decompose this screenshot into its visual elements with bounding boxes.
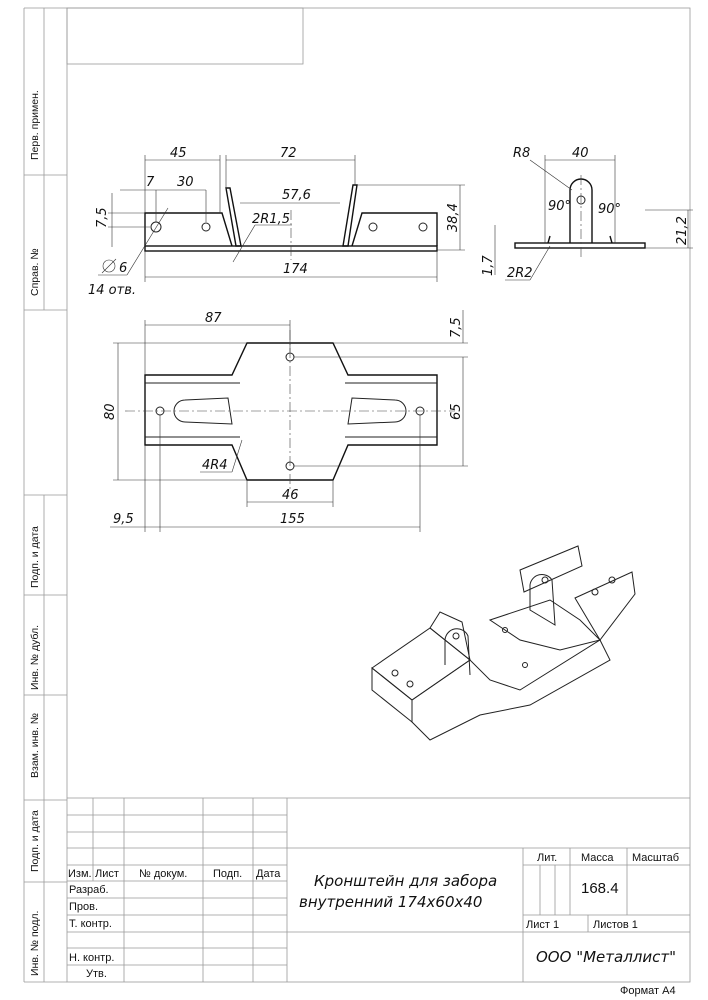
dim-45: 45 xyxy=(170,146,187,161)
dim-46: 46 xyxy=(282,488,299,503)
sheet-number: Лист 1 xyxy=(526,919,559,931)
dim-2r1-5: 2R1,5 xyxy=(252,212,290,227)
angle-90-left: 90° xyxy=(548,199,571,214)
dim-174: 174 xyxy=(283,262,308,277)
dim-7-5-plan: 7,5 xyxy=(449,317,464,338)
sheet-count: Листов 1 xyxy=(593,919,638,931)
dim-2r2: 2R2 xyxy=(507,266,533,281)
format-label: Формат А4 xyxy=(620,985,676,997)
dim-80: 80 xyxy=(103,403,118,420)
holes-count: 14 отв. xyxy=(88,283,136,298)
dim-6: 6 xyxy=(119,261,127,276)
row-prov: Пров. xyxy=(69,901,98,913)
side-label: Подп. и дата xyxy=(29,526,41,588)
dim-7-5: 7,5 xyxy=(95,207,110,228)
dim-7: 7 xyxy=(146,175,155,190)
dim-155: 155 xyxy=(280,512,305,527)
mass-value: 168.4 xyxy=(581,880,619,897)
dim-57-6: 57,6 xyxy=(282,188,311,203)
company-name: ООО "Металлист" xyxy=(536,948,676,966)
dim-38-4: 38,4 xyxy=(446,203,461,232)
dim-72: 72 xyxy=(280,146,297,161)
dim-87: 87 xyxy=(205,311,222,326)
drawing-title-line1: Кронштейн для забора xyxy=(314,872,497,890)
header-list: Лист xyxy=(95,868,119,880)
title-block: Изм. Лист № докум. Подп. Дата Разраб. Пр… xyxy=(67,797,690,997)
side-label: Справ. № xyxy=(29,248,41,296)
lit-label: Лит. xyxy=(537,852,557,864)
plan-view: 87 80 65 7,5 4R4 46 9,5 155 xyxy=(103,310,468,532)
dim-9-5: 9,5 xyxy=(113,512,134,527)
isometric-view xyxy=(371,545,636,741)
front-view: 45 72 7 30 57,6 7,5 2R1,5 38,4 174 6 14 … xyxy=(88,146,465,298)
diameter-icon xyxy=(102,259,116,273)
dim-40: 40 xyxy=(572,146,589,161)
row-utv: Утв. xyxy=(86,968,107,980)
row-n-kontr: Н. контр. xyxy=(69,952,114,964)
side-label: Подп. и дата xyxy=(29,810,41,872)
side-label: Взам. инв. № xyxy=(29,713,41,778)
side-view: R8 40 90° 90° 21,2 1,7 2R2 xyxy=(481,146,693,281)
dim-65: 65 xyxy=(449,403,464,420)
drawing-title-line2: внутренний 174x60x40 xyxy=(299,893,482,911)
dim-1-7: 1,7 xyxy=(481,255,496,276)
side-label: Перв. примен. xyxy=(29,90,41,160)
dim-21-2: 21,2 xyxy=(675,216,690,245)
row-t-kontr: Т. контр. xyxy=(69,918,112,930)
header-data: Дата xyxy=(256,868,281,880)
dim-r8: R8 xyxy=(513,146,530,161)
header-izm: Изм. xyxy=(68,868,92,880)
header-podp: Подп. xyxy=(213,868,242,880)
side-label: Инв. № дубл. xyxy=(29,625,41,690)
scale-label: Масштаб xyxy=(632,852,679,864)
row-razrab: Разраб. xyxy=(69,884,109,896)
dim-30: 30 xyxy=(177,175,194,190)
mass-label: Масса xyxy=(581,852,614,864)
dim-4r4: 4R4 xyxy=(202,458,228,473)
header-doc: № докум. xyxy=(139,868,187,880)
side-label: Инв. № подл. xyxy=(29,911,41,976)
angle-90-right: 90° xyxy=(598,202,621,217)
side-labels: Перв. примен. Справ. № Подп. и дата Инв.… xyxy=(29,90,41,976)
drawing-frame xyxy=(23,7,691,983)
